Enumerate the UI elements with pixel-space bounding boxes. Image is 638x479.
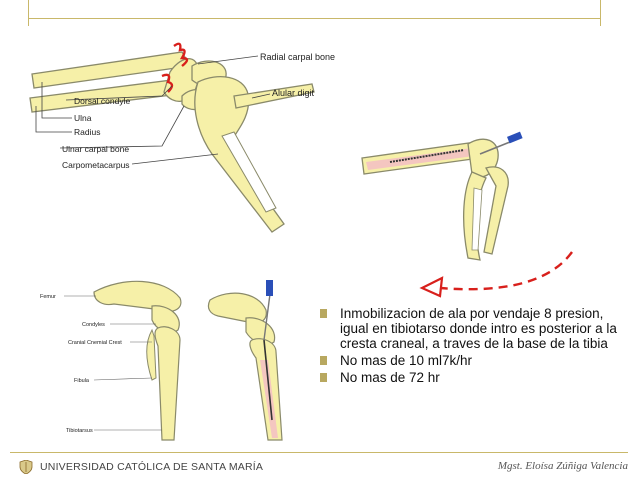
left-rule-top xyxy=(28,0,29,26)
bullet-text: Inmobilizacion de ala por vendaje 8 pres… xyxy=(340,306,617,351)
label-dorsal-condyle: Dorsal condyle xyxy=(74,96,130,106)
bullet-item: No mas de 72 hr xyxy=(318,370,618,385)
square-bullet-icon xyxy=(320,309,327,318)
label-carpometacarpus: Carpometacarpus xyxy=(62,160,130,170)
bullet-item: No mas de 10 ml7k/hr xyxy=(318,353,618,368)
label-condyles: Condyles xyxy=(82,322,105,328)
label-femur: Femur xyxy=(40,294,56,300)
footer-institution: UNIVERSIDAD CATÓLICA DE SANTA MARÍA xyxy=(18,460,263,474)
label-alular-digit: Alular digit xyxy=(272,88,315,98)
wing-carpus-figure: Radial carpal bone Alular digit Dorsal c… xyxy=(22,36,352,246)
institution-name: UNIVERSIDAD CATÓLICA DE SANTA MARÍA xyxy=(40,461,264,473)
bullet-text: No mas de 10 ml7k/hr xyxy=(340,353,473,368)
label-tibiotarsus: Tibiotarsus xyxy=(66,428,93,434)
top-rule xyxy=(28,18,600,19)
label-ulna: Ulna xyxy=(74,113,92,123)
square-bullet-icon xyxy=(320,356,327,365)
wing-pin-figure xyxy=(360,128,620,303)
label-radial-carpal-bone: Radial carpal bone xyxy=(260,52,335,62)
tibiotarsus-figure: Femur Condyles Cranial Cnemial Crest Fib… xyxy=(34,270,320,448)
label-fibula: Fibula xyxy=(74,378,90,384)
right-rule-top xyxy=(600,0,601,26)
label-cranial-cnemial-crest: Cranial Cnemial Crest xyxy=(68,340,122,346)
university-crest-icon xyxy=(19,460,33,474)
square-bullet-icon xyxy=(320,373,327,382)
bullet-list: Inmobilizacion de ala por vendaje 8 pres… xyxy=(318,306,618,387)
label-radius: Radius xyxy=(74,127,100,137)
author-name: Mgst. Eloísa Zúñiga Valencia xyxy=(497,460,628,472)
bullet-item: Inmobilizacion de ala por vendaje 8 pres… xyxy=(318,306,618,351)
bottom-rule xyxy=(10,452,628,453)
bullet-text: No mas de 72 hr xyxy=(340,370,440,385)
label-ulnar-carpal-bone: Ulnar carpal bone xyxy=(62,144,129,154)
